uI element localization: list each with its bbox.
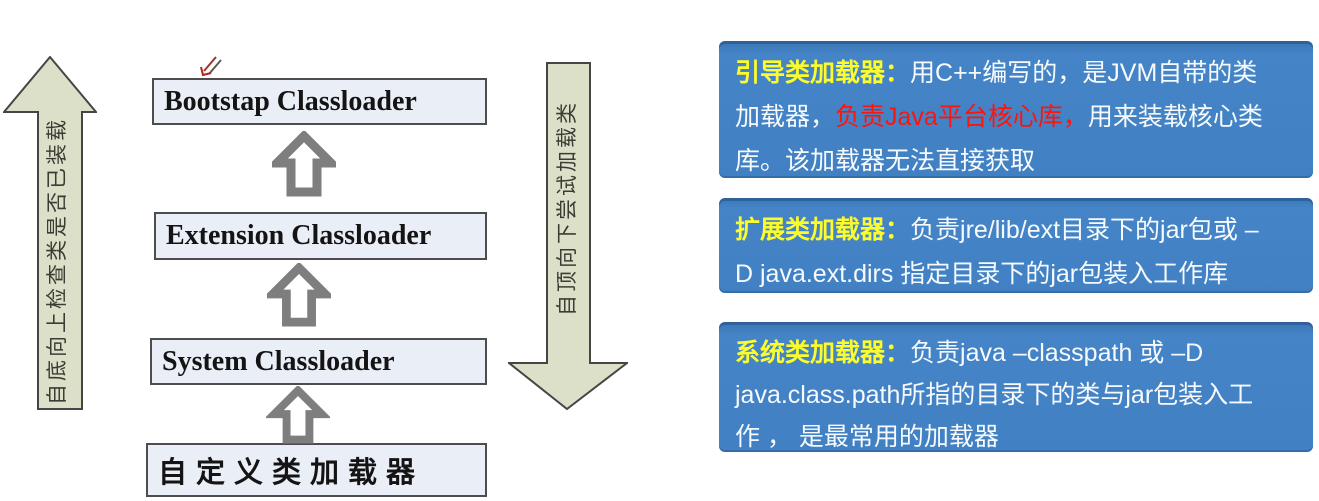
panel-text-segment: 负责java –classpath 或 –D [910,339,1204,367]
panel-text-segment: 加载器， [735,103,836,131]
up-block-arrow-2 [267,263,331,327]
panel-text-segment: 用来装载核心类 [1087,103,1263,131]
bootstrap-classloader-label: Bootstap Classloader [164,85,417,117]
custom-classloader-label: 自定义类加载器 [158,457,425,489]
panel-text-segment: D java.ext.dirs 指定目录下的jar包装入工作库 [735,260,1229,288]
up-block-arrow-3 [266,386,330,444]
panel-text-segment: 系统类加载器： [735,339,911,367]
panel-text-line: 扩展类加载器：负责jre/lib/ext目录下的jar包或 – [735,208,1297,252]
panel-text-segment: 负责jre/lib/ext目录下的jar包或 – [910,216,1259,244]
panel-text-segment: 库。该加载器无法直接获取 [735,147,1036,175]
panel-text-segment: 负责Java平台核心库， [835,103,1088,131]
panel-text-line: 系统类加载器：负责java –classpath 或 –D [735,332,1297,374]
left-arrow-label: 自底向上检查类是否已装载 [46,117,69,405]
panel-text-line: D java.ext.dirs 指定目录下的jar包装入工作库 [735,252,1297,296]
panel-text-segment: java.class.path所指的目录下的类与jar包装入工 [735,381,1254,409]
panel-text-line: 引导类加载器：用C++编写的，是JVM自带的类 [735,51,1297,95]
panel-text-line: java.class.path所指的目录下的类与jar包装入工 [735,374,1297,416]
panel-text-line: 作 ， 是最常用的加载器 [735,416,1297,458]
bootstrap-classloader-panel: 引导类加载器：用C++编写的，是JVM自带的类加载器，负责Java平台核心库，用… [719,41,1313,178]
custom-classloader-box: 自定义类加载器 [146,443,487,497]
pen-annotation-icon [200,56,222,77]
right-arrow-label: 自顶向下尝试加载类 [556,100,579,316]
extension-classloader-label: Extension Classloader [166,220,432,251]
extension-classloader-box: Extension Classloader [154,212,487,260]
panel-text-segment: 用C++编写的，是JVM自带的类 [910,59,1258,87]
up-block-arrow-1 [272,131,336,197]
panel-text-segment: 作 ， 是最常用的加载器 [735,423,999,451]
bottom-up-arrow [3,56,97,410]
panel-text-line: 加载器，负责Java平台核心库，用来装载核心类 [735,95,1297,139]
extension-classloader-panel: 扩展类加载器：负责jre/lib/ext目录下的jar包或 – D java.ex… [719,198,1313,293]
top-down-arrow [508,62,628,411]
system-classloader-panel: 系统类加载器：负责java –classpath 或 –D java.class.… [719,322,1313,452]
panel-text-segment: 扩展类加载器： [735,216,911,244]
panel-text-line: 库。该加载器无法直接获取 [735,139,1297,183]
system-classloader-box: System Classloader [150,338,487,385]
bootstrap-classloader-box: Bootstap Classloader [152,78,487,125]
panel-text-segment: 引导类加载器： [735,59,911,87]
system-classloader-label: System Classloader [162,345,395,377]
